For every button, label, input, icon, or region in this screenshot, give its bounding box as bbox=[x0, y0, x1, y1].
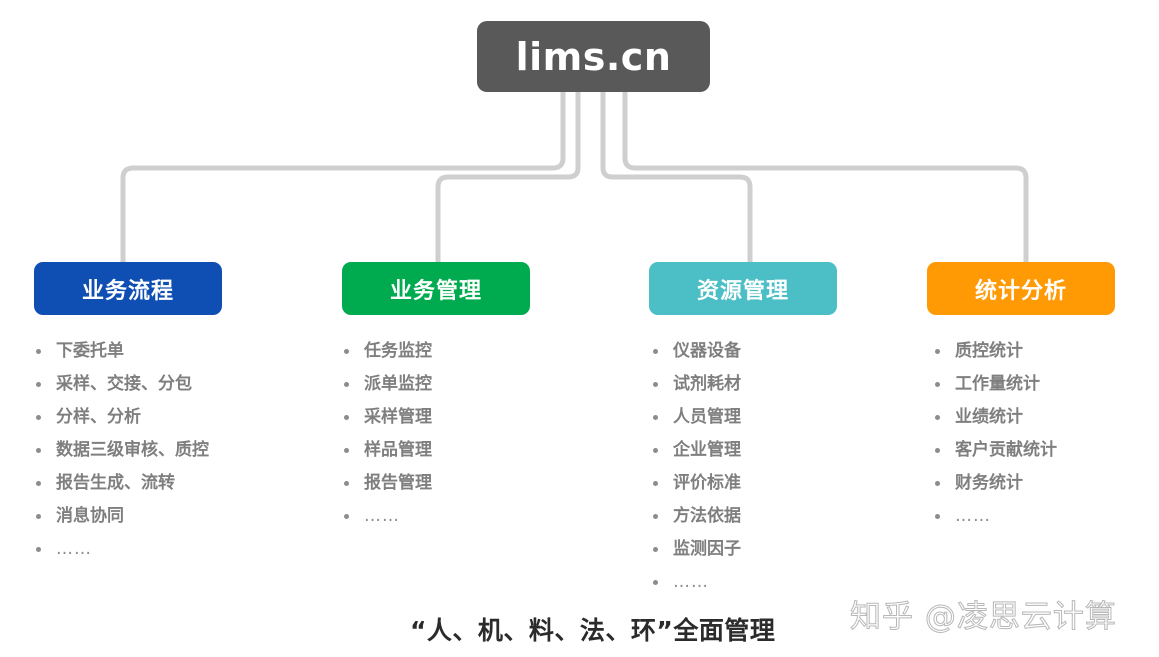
list-item: 数据三级审核、质控 bbox=[33, 437, 209, 470]
bullet-icon bbox=[653, 580, 658, 585]
list-item: 报告生成、流转 bbox=[33, 470, 209, 503]
root-label: lims.cn bbox=[515, 34, 672, 79]
list-item: 试剂耗材 bbox=[650, 371, 741, 404]
category-title: 业务流程 bbox=[81, 278, 174, 304]
list-item: 工作量统计 bbox=[932, 371, 1057, 404]
category-list-statistics: 质控统计 工作量统计 业绩统计 客户贡献统计 财务统计 …… bbox=[932, 338, 1057, 536]
category-title: 统计分析 bbox=[974, 278, 1067, 304]
list-item: 分样、分析 bbox=[33, 404, 209, 437]
bullet-icon bbox=[935, 349, 940, 354]
bullet-icon bbox=[36, 448, 41, 453]
bullet-icon bbox=[344, 415, 349, 420]
bullet-icon bbox=[36, 349, 41, 354]
bullet-icon bbox=[36, 547, 41, 552]
bullet-icon bbox=[935, 382, 940, 387]
bullet-icon bbox=[653, 415, 658, 420]
list-item-more: …… bbox=[650, 569, 741, 602]
list-item-more: …… bbox=[932, 503, 1057, 536]
category-box-business-process: 业务流程 bbox=[34, 262, 222, 315]
list-item: 派单监控 bbox=[341, 371, 432, 404]
list-item: 下委托单 bbox=[33, 338, 209, 371]
list-item: 企业管理 bbox=[650, 437, 741, 470]
list-item: 质控统计 bbox=[932, 338, 1057, 371]
bullet-icon bbox=[935, 415, 940, 420]
connector-statistics bbox=[622, 92, 1029, 262]
category-box-resource-management: 资源管理 bbox=[649, 262, 837, 315]
list-item: 评价标准 bbox=[650, 470, 741, 503]
bullet-icon bbox=[653, 547, 658, 552]
list-item: 人员管理 bbox=[650, 404, 741, 437]
list-item: 任务监控 bbox=[341, 338, 432, 371]
list-item: 业绩统计 bbox=[932, 404, 1057, 437]
bullet-icon bbox=[935, 448, 940, 453]
footer-title: “人、机、料、法、环”全面管理 bbox=[410, 616, 776, 645]
list-item: 财务统计 bbox=[932, 470, 1057, 503]
bullet-icon bbox=[36, 481, 41, 486]
bullet-icon bbox=[653, 382, 658, 387]
bullet-icon bbox=[653, 481, 658, 486]
list-item: 监测因子 bbox=[650, 536, 741, 569]
list-item: 消息协同 bbox=[33, 503, 209, 536]
category-title: 资源管理 bbox=[696, 278, 789, 304]
category-box-statistics: 统计分析 bbox=[927, 262, 1115, 315]
connector-business-management bbox=[435, 92, 581, 262]
bullet-icon bbox=[653, 349, 658, 354]
list-item: 仪器设备 bbox=[650, 338, 741, 371]
connector-business-process bbox=[120, 92, 566, 262]
category-list-business-process: 下委托单 采样、交接、分包 分样、分析 数据三级审核、质控 报告生成、流转 消息… bbox=[33, 338, 209, 569]
bullet-icon bbox=[344, 481, 349, 486]
list-item: 样品管理 bbox=[341, 437, 432, 470]
list-item: 采样管理 bbox=[341, 404, 432, 437]
bullet-icon bbox=[36, 415, 41, 420]
bullet-icon bbox=[935, 481, 940, 486]
category-list-resource-management: 仪器设备 试剂耗材 人员管理 企业管理 评价标准 方法依据 监测因子 …… bbox=[650, 338, 741, 602]
bullet-icon bbox=[344, 382, 349, 387]
category-box-business-management: 业务管理 bbox=[342, 262, 530, 315]
list-item-more: …… bbox=[341, 503, 432, 536]
bullet-icon bbox=[344, 349, 349, 354]
connector-resource-management bbox=[600, 92, 753, 262]
category-list-business-management: 任务监控 派单监控 采样管理 样品管理 报告管理 …… bbox=[341, 338, 432, 536]
root-node-lims: lims.cn bbox=[477, 21, 710, 92]
list-item-more: …… bbox=[33, 536, 209, 569]
bullet-icon bbox=[36, 382, 41, 387]
list-item: 采样、交接、分包 bbox=[33, 371, 209, 404]
bullet-icon bbox=[344, 448, 349, 453]
list-item: 客户贡献统计 bbox=[932, 437, 1057, 470]
bullet-icon bbox=[36, 514, 41, 519]
category-title: 业务管理 bbox=[389, 278, 482, 304]
bullet-icon bbox=[653, 514, 658, 519]
list-item: 方法依据 bbox=[650, 503, 741, 536]
bullet-icon bbox=[935, 514, 940, 519]
watermark: 知乎 @凌思云计算 bbox=[850, 599, 1117, 636]
list-item: 报告管理 bbox=[341, 470, 432, 503]
bullet-icon bbox=[653, 448, 658, 453]
bullet-icon bbox=[344, 514, 349, 519]
